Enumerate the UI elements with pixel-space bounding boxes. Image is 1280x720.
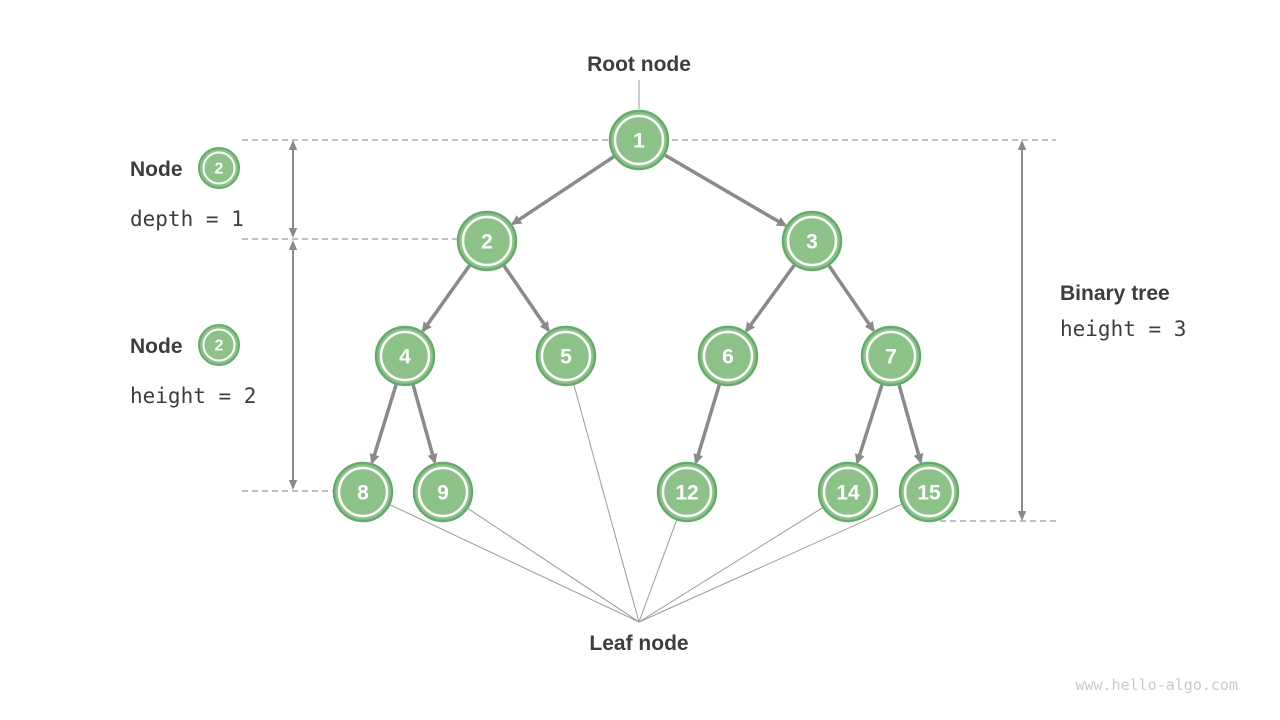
node-ring [865, 330, 917, 382]
tree-height-formula: height = 3 [1060, 317, 1186, 341]
node-value: 2 [481, 231, 493, 254]
node-ring [661, 466, 713, 518]
badge-value: 2 [215, 161, 224, 178]
node-ring [903, 466, 955, 518]
node-value: 4 [399, 346, 411, 369]
tree-node: 1 [608, 109, 670, 171]
tree-edges [369, 153, 924, 465]
tree-node: 9 [412, 461, 474, 523]
node-ring [540, 330, 592, 382]
tree-edge-4-9 [411, 384, 438, 465]
node-circle [697, 325, 759, 387]
leaf-node-label: Leaf node [589, 632, 688, 655]
tree-node: 5 [535, 325, 597, 387]
node-value: 3 [806, 231, 818, 254]
tree-node: 4 [374, 325, 436, 387]
depth-legend: Node 2 depth = 1 [130, 147, 244, 231]
node-ring [337, 466, 389, 518]
tree-height-legend-label: Binary tree [1060, 282, 1170, 305]
tree-edge-1-2 [511, 155, 615, 226]
tree-node: 3 [781, 210, 843, 272]
node-circle [374, 325, 436, 387]
node-height-measure-arrow [288, 240, 298, 490]
legend-node-badge: 2 [198, 147, 240, 189]
tree-height-measure-arrow [1017, 140, 1027, 521]
arrow-down-icon [288, 228, 298, 238]
node-circle [332, 461, 394, 523]
node-value: 14 [836, 482, 860, 505]
node-circle [456, 210, 518, 272]
tree-nodes: 1 2 3 4 5 6 7 [332, 109, 960, 523]
node-circle [535, 325, 597, 387]
leaf-connector-line-9 [467, 508, 640, 623]
badge-ring [202, 151, 236, 185]
depth-formula: depth = 1 [130, 207, 244, 231]
tree-height-legend: Binary tree height = 3 [1060, 282, 1186, 341]
node-circle [656, 461, 718, 523]
leaf-connector-line-8 [389, 504, 640, 623]
node-height-legend: Node 2 height = 2 [130, 324, 256, 408]
node-ring [417, 466, 469, 518]
node-value: 9 [437, 482, 449, 505]
node-value: 5 [560, 346, 572, 369]
depth-measure-arrow [288, 140, 298, 238]
arrow-up-icon [288, 140, 298, 150]
tree-node: 8 [332, 461, 394, 523]
node-height-legend-label: Node [130, 335, 183, 358]
node-ring [379, 330, 431, 382]
node-ring [786, 215, 838, 267]
badge-circle [198, 324, 240, 366]
watermark-text: www.hello-algo.com [1075, 676, 1238, 694]
tree-edge-3-7 [827, 264, 875, 333]
node-value: 12 [675, 482, 698, 505]
node-circle [781, 210, 843, 272]
node-value: 15 [917, 482, 941, 505]
tree-node: 14 [817, 461, 879, 523]
leaf-connector-line-15 [638, 503, 902, 623]
node-ring [613, 114, 665, 166]
leaf-connector-line-5 [573, 384, 640, 623]
node-circle [898, 461, 960, 523]
badge-circle [198, 147, 240, 189]
depth-legend-label: Node [130, 158, 183, 181]
tree-edge-2-4 [421, 264, 472, 333]
tree-edge-1-3 [664, 153, 787, 227]
tree-edge-2-5 [502, 264, 550, 333]
leaf-connector-line-14 [638, 507, 823, 623]
tree-node: 15 [898, 461, 960, 523]
tree-edge-6-12 [693, 384, 721, 465]
arrow-down-icon [288, 480, 298, 490]
level-guide-lines [242, 139, 1056, 522]
leaf-connector-lines [389, 384, 902, 623]
node-value: 6 [722, 346, 734, 369]
tree-edge-4-8 [369, 384, 398, 465]
tree-edge-3-6 [744, 264, 796, 333]
arrow-up-icon [288, 240, 298, 250]
root-node-label: Root node [587, 53, 691, 76]
badge-ring [202, 328, 236, 362]
tree-edge-7-15 [897, 384, 924, 465]
node-ring [461, 215, 513, 267]
node-ring [702, 330, 754, 382]
node-circle [608, 109, 670, 171]
node-circle [817, 461, 879, 523]
node-value: 8 [357, 482, 369, 505]
tree-node: 2 [456, 210, 518, 272]
arrow-up-icon [1017, 140, 1027, 150]
tree-node: 7 [860, 325, 922, 387]
tree-node: 12 [656, 461, 718, 523]
badge-value: 2 [215, 338, 224, 355]
node-circle [412, 461, 474, 523]
tree-node: 6 [697, 325, 759, 387]
leaf-connector-line-12 [638, 519, 678, 623]
node-height-formula: height = 2 [130, 384, 256, 408]
node-circle [860, 325, 922, 387]
node-value: 7 [885, 346, 897, 369]
node-value: 1 [633, 130, 645, 153]
tree-edge-7-14 [854, 384, 884, 465]
legend-node-badge: 2 [198, 324, 240, 366]
arrow-down-icon [1017, 511, 1027, 521]
node-ring [822, 466, 874, 518]
